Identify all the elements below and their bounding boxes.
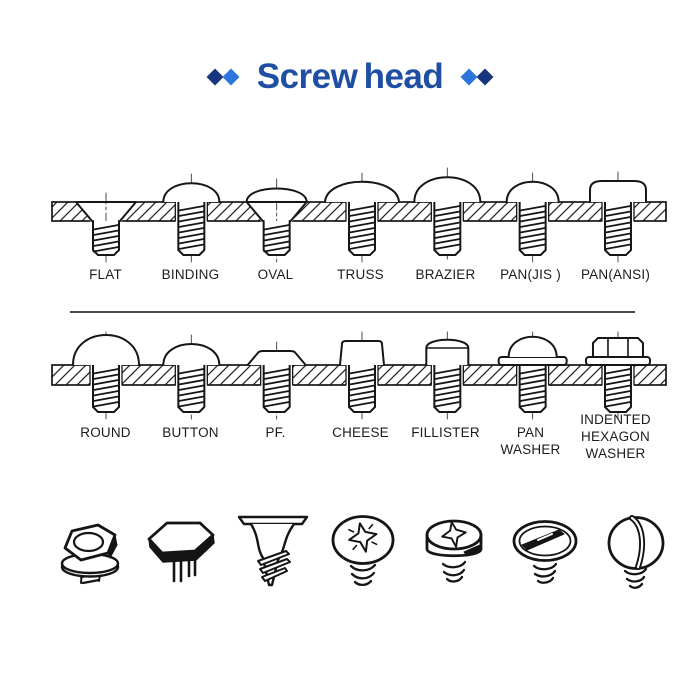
- title-diamonds-left: [206, 68, 240, 86]
- diamond-icon: [206, 68, 224, 86]
- diamond-icon: [460, 68, 478, 86]
- screw-profile-cheese: [338, 331, 385, 420]
- head-profile-row-2-diagram: [51, 331, 667, 420]
- screw-type-label-pan_washer: PAN WASHER: [500, 425, 561, 457]
- section-divider-line: [70, 311, 635, 313]
- screw-profile-fillister: [425, 331, 470, 420]
- screw-profile-pan_washer: [497, 331, 568, 420]
- head-profile-row-2-labels: ROUND BUTTON PF. CHEESE FILLISTER PAN WASHER I…: [0, 412, 700, 462]
- head-profile-row-1-diagram: [51, 167, 667, 263]
- screw-type-label-oval: OVAL: [257, 267, 294, 282]
- phillips-truss-head-screw-3d-icon: [331, 515, 394, 587]
- slotted-truss-head-screw-3d-icon: [512, 520, 577, 584]
- slotted-round-head-screw-3d-icon: [607, 515, 664, 589]
- title-diamonds-right: [460, 68, 494, 86]
- screw-profile-brazier: [413, 167, 482, 263]
- diamond-icon: [476, 68, 494, 86]
- screw-type-label-hex_washer: INDENTED HEXAGON WASHER: [580, 412, 651, 461]
- icon-cell: [135, 503, 226, 598]
- icon-cell: [590, 503, 681, 598]
- screw-profile-hex_washer: [584, 331, 651, 420]
- screw-profile-truss: [323, 172, 400, 263]
- screw-profile-button: [162, 334, 221, 420]
- screw-3d-icons-row: [0, 503, 700, 598]
- hex-head-screw-3d-icon: [147, 521, 215, 583]
- screw-type-label-truss: TRUSS: [337, 267, 384, 282]
- page-title: Screw head: [256, 57, 444, 96]
- icon-cell: [226, 503, 317, 598]
- icon-cell: [317, 503, 408, 598]
- screw-profile-pan_ansi: [588, 171, 647, 263]
- screw-profile-pf: [246, 341, 307, 420]
- screw-profile-pan_jis: [505, 172, 560, 263]
- screw-type-label-pan_ansi: PAN(ANSI): [580, 267, 651, 282]
- screw-profile-binding: [162, 173, 221, 263]
- screw-profile-round: [72, 331, 140, 420]
- screw-type-label-pf: PF.: [265, 425, 286, 440]
- screw-type-label-button: BUTTON: [162, 425, 219, 440]
- phillips-pan-head-screw-3d-icon: [425, 519, 482, 583]
- screw-type-label-brazier: BRAZIER: [415, 267, 476, 282]
- diamond-icon: [222, 68, 240, 86]
- head-profile-row-1-labels: FLAT BINDING OVAL TRUSS BRAZIER PAN(JIS ) PAN(…: [0, 266, 700, 283]
- flat-countersunk-screw-3d-icon: [237, 515, 308, 587]
- screw-type-label-pan_jis: PAN(JIS ): [500, 267, 561, 282]
- hex-washer-head-screw-3d-icon: [60, 523, 119, 585]
- page-title-row: Screw head: [0, 52, 700, 102]
- icon-cell: [44, 503, 135, 598]
- screw-profile-oval: [245, 178, 308, 263]
- screw-profile-flat: [75, 192, 137, 263]
- screw-type-label-fillister: FILLISTER: [411, 425, 480, 440]
- screw-type-label-binding: BINDING: [161, 267, 220, 282]
- icon-cell: [499, 503, 590, 598]
- screw-type-label-cheese: CHEESE: [332, 425, 389, 440]
- icon-cell: [408, 503, 499, 598]
- screw-type-label-round: ROUND: [80, 425, 131, 440]
- screw-type-label-flat: FLAT: [89, 267, 122, 282]
